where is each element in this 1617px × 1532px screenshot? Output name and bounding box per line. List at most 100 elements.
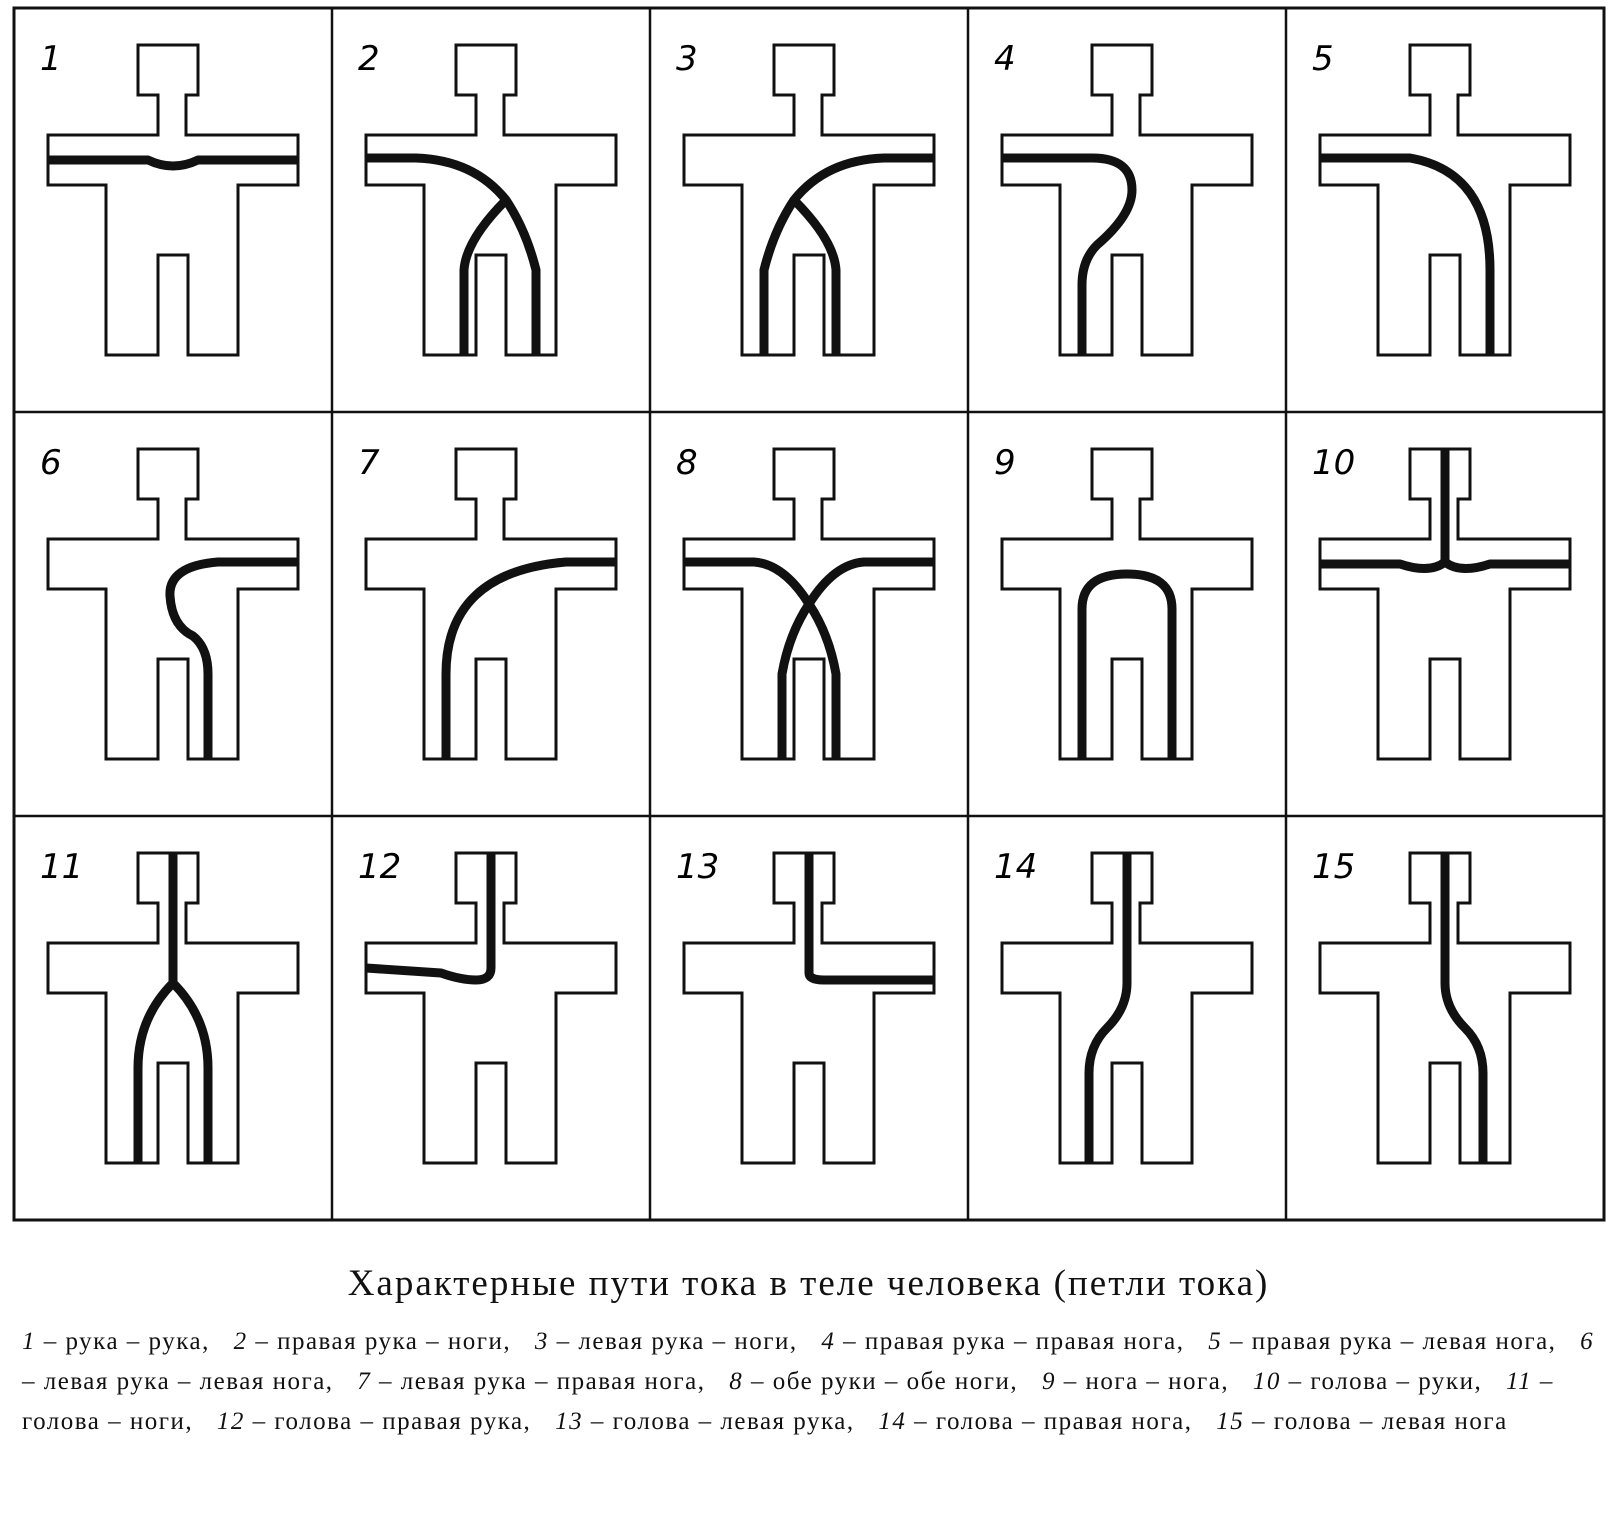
- current-path: [1440, 853, 1488, 1163]
- legend-text: – правая рука – правая нога,: [835, 1328, 1185, 1355]
- legend-item: 6 – левая рука – левая нога,: [22, 1328, 1594, 1395]
- panel-number: 3: [676, 39, 698, 79]
- body-outline: [1000, 447, 1254, 761]
- legend-text: – голова – правая рука,: [244, 1408, 532, 1435]
- body-outline: [1318, 43, 1572, 357]
- body-outline: [364, 43, 618, 357]
- panel-1: 1: [40, 39, 300, 357]
- legend-item: 3 – левая рука – ноги,: [535, 1328, 798, 1355]
- current-path: [1084, 853, 1132, 1163]
- legend-item: 12 – голова – правая рука,: [217, 1408, 531, 1435]
- figure-legend: 1 – рука – рука, 2 – правая рука – ноги,…: [22, 1322, 1597, 1442]
- panel-3: 3: [676, 39, 936, 357]
- legend-text: – левая рука – ноги,: [548, 1328, 798, 1355]
- panel-9: 9: [994, 443, 1254, 761]
- legend-number: 15: [1216, 1408, 1245, 1435]
- body-outline: [1318, 447, 1572, 761]
- legend-number: 13: [555, 1408, 584, 1435]
- legend-item: 7 – левая рука – правая нога,: [357, 1368, 705, 1395]
- current-path: [804, 853, 934, 985]
- body-outline: [682, 851, 936, 1165]
- panel-number: 7: [358, 443, 380, 483]
- legend-item: 10 – голова – руки,: [1253, 1368, 1482, 1395]
- panel-number: 13: [676, 847, 719, 887]
- legend-item: 11 – голова – ноги,: [22, 1368, 1554, 1435]
- body-outline: [682, 43, 936, 357]
- legend-text: – голова – левая нога: [1244, 1408, 1508, 1435]
- panel-7: 7: [358, 443, 618, 761]
- legend-item: 15 – голова – левая нога: [1216, 1408, 1507, 1435]
- current-path: [165, 557, 298, 759]
- legend-item: 13 – голова – левая рука,: [555, 1408, 855, 1435]
- body-outline: [1318, 851, 1572, 1165]
- panel-number: 2: [358, 39, 380, 79]
- panel-6: 6: [40, 443, 300, 761]
- legend-text: – обе руки – обе ноги,: [743, 1368, 1019, 1395]
- current-path: [1320, 153, 1495, 355]
- panel-10: 10: [1312, 443, 1572, 761]
- panel-number: 5: [1312, 39, 1334, 79]
- panel-number: 9: [994, 443, 1016, 483]
- legend-number: 2: [233, 1328, 248, 1355]
- panel-5: 5: [1312, 39, 1572, 357]
- current-path: [133, 979, 177, 1163]
- panel-13: 13: [676, 847, 936, 1165]
- current-path: [169, 979, 213, 1163]
- current-path: [366, 153, 541, 355]
- panel-12: 12: [358, 847, 618, 1165]
- legend-text: – левая рука – правая нога,: [371, 1368, 706, 1395]
- legend-item: 5 – правая рука – левая нога,: [1208, 1328, 1556, 1355]
- legend-number: 6: [1580, 1328, 1595, 1355]
- legend-item: 14 – голова – правая нога,: [878, 1408, 1192, 1435]
- current-path: [759, 153, 934, 355]
- panel-2: 2: [358, 39, 618, 357]
- body-outline: [1000, 851, 1254, 1165]
- panel-8: 8: [676, 443, 936, 761]
- legend-item: 2 – правая рука – ноги,: [234, 1328, 512, 1355]
- panel-number: 8: [676, 443, 698, 483]
- current-path: [441, 557, 616, 759]
- legend-item: 4 – правая рука – правая нога,: [821, 1328, 1184, 1355]
- panel-number: 1: [40, 39, 62, 79]
- current-path: [365, 853, 496, 985]
- legend-text: – голова – руки,: [1280, 1368, 1483, 1395]
- legend-text: – голова – левая рука,: [583, 1408, 855, 1435]
- legend-text: – правая рука – ноги,: [247, 1328, 512, 1355]
- body-outline: [364, 851, 618, 1165]
- panel-14: 14: [994, 847, 1254, 1165]
- legend-item: 9 – нога – нога,: [1042, 1368, 1229, 1395]
- panel-number: 4: [994, 39, 1016, 79]
- current-path: [777, 557, 934, 759]
- current-path: [1002, 153, 1137, 355]
- panel-number: 14: [994, 847, 1037, 887]
- legend-text: – левая рука – левая нога,: [22, 1368, 334, 1395]
- current-path: [1442, 558, 1570, 573]
- legend-text: – голова – правая нога,: [906, 1408, 1193, 1435]
- legend-text: – голова – ноги,: [22, 1368, 1554, 1435]
- legend-number: 14: [878, 1408, 907, 1435]
- panel-number: 6: [40, 443, 62, 483]
- legend-item: 8 – обе руки – обе ноги,: [729, 1368, 1018, 1395]
- panel-number: 11: [40, 847, 83, 887]
- legend-number: 11: [1505, 1368, 1533, 1395]
- current-path: [790, 196, 841, 355]
- legend-text: – нога – нога,: [1055, 1368, 1230, 1395]
- current-path: [48, 155, 298, 171]
- panel-11: 11: [40, 847, 300, 1165]
- grid-frame: [12, 6, 1606, 1222]
- current-path: [459, 196, 510, 355]
- legend-number: 10: [1252, 1368, 1281, 1395]
- legend-number: 12: [216, 1408, 245, 1435]
- legend-text: – правая рука – левая нога,: [1222, 1328, 1557, 1355]
- panel-number: 12: [358, 847, 401, 887]
- body-outline: [364, 447, 618, 761]
- legend-item: 1 – рука – рука,: [22, 1328, 210, 1355]
- current-path: [1320, 449, 1450, 573]
- legend-number: 7: [357, 1368, 372, 1395]
- legend-number: 1: [22, 1328, 36, 1355]
- current-path: [1077, 569, 1177, 759]
- legend-number: 8: [729, 1368, 744, 1395]
- panel-4: 4: [994, 39, 1254, 357]
- legend-number: 5: [1208, 1328, 1223, 1355]
